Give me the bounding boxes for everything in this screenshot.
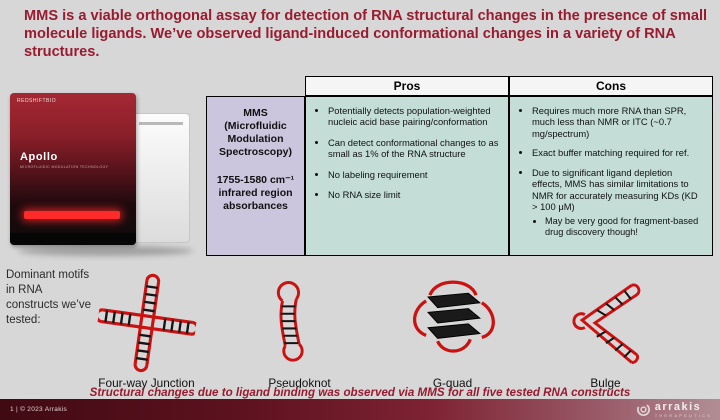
motifs-intro: Dominant motifs in RNA constructs we’ve … (6, 269, 92, 326)
pros-cell: Potentially detects population-weighted … (305, 96, 509, 256)
pros-item: Potentially detects population-weighted … (328, 105, 500, 128)
instrument-photo: REDSHIFTBIO Apollo MICROFLUIDIC MODULATI… (10, 93, 202, 258)
motif-label: G-quad (432, 376, 473, 390)
cons-item: Due to significant ligand depletion effe… (532, 167, 704, 238)
method-detail: 1755-1580 cm⁻¹ infrared region absorbanc… (216, 173, 295, 212)
pros-list: Potentially detects population-weighted … (328, 105, 500, 201)
method-label-cell: MMS (Microfluidic Modulation Spectroscop… (206, 96, 305, 256)
instrument-device: REDSHIFTBIO Apollo MICROFLUIDIC MODULATI… (10, 93, 136, 245)
cons-item: Exact buffer matching required for ref. (532, 147, 704, 158)
instrument-light-strip (24, 211, 120, 219)
comparison-table: Pros Cons MMS (Microfluidic Modulation S… (206, 76, 713, 256)
pros-item: No RNA size limit (328, 189, 500, 200)
cons-cell: Requires much more RNA than SPR, much le… (509, 96, 713, 256)
method-name: MMS (243, 107, 268, 119)
conclusion-statement: Structural changes due to ligand binding… (89, 386, 631, 399)
motif-bulge: Bulge (529, 258, 682, 390)
cons-sub-item: May be very good for fragment-based drug… (545, 216, 704, 238)
cons-header: Cons (509, 76, 713, 96)
g-quad-icon (412, 280, 495, 353)
page-title: MMS is a viable orthogonal assay for det… (24, 8, 708, 61)
motif-label: Pseudoknot (268, 376, 331, 390)
motif-label: Bulge (590, 376, 621, 390)
four-way-junction-icon (94, 273, 199, 373)
footer-bar: 1 | © 2023 Arrakis arrakis THERAPEUTICS (0, 399, 720, 420)
pros-item: Can detect conformational changes to as … (328, 137, 500, 160)
motif-row: Four-way Junction Pseudoknot (70, 258, 682, 390)
instrument-brand-label: REDSHIFTBIO (17, 98, 57, 104)
instrument-model-label: Apollo (20, 151, 58, 163)
motif-label: Four-way Junction (98, 376, 195, 390)
cons-list: Requires much more RNA than SPR, much le… (532, 105, 704, 238)
instrument-tagline: MICROFLUIDIC MODULATION TECHNOLOGY (20, 165, 109, 169)
instrument-tower (130, 113, 190, 243)
method-subtitle: (Microfluidic Modulation Spectroscopy) (219, 120, 292, 159)
instrument-shadow (18, 246, 193, 256)
table-corner-spacer (206, 76, 305, 96)
motif-fourway-junction: Four-way Junction (70, 258, 223, 390)
arrakis-logo-subtext: THERAPEUTICS (654, 412, 712, 418)
motif-pseudoknot: Pseudoknot (223, 258, 376, 390)
cons-item-text: Due to significant ligand depletion effe… (532, 166, 698, 213)
arrakis-logo-text: arrakis (654, 400, 702, 413)
pros-header: Pros (305, 76, 509, 96)
instrument-base (10, 233, 136, 245)
arrakis-logo: arrakis THERAPEUTICS (636, 400, 712, 418)
footer-page-info: 1 | © 2023 Arrakis (10, 406, 68, 413)
arrakis-logo-icon (636, 402, 650, 417)
bulge-icon (571, 283, 640, 364)
motif-gquad: G-quad (376, 258, 529, 390)
pros-item: No labeling requirement (328, 169, 500, 180)
cons-sublist: May be very good for fragment-based drug… (545, 216, 704, 238)
pseudoknot-icon (276, 281, 304, 362)
cons-item: Requires much more RNA than SPR, much le… (532, 105, 704, 139)
